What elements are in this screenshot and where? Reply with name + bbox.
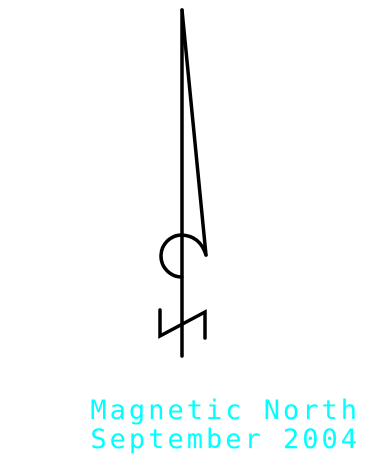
north-arrow-needle: [182, 10, 206, 255]
caption-date: September 2004: [0, 426, 382, 454]
north-arrow-half-circle: [161, 235, 182, 277]
north-arrow-hook: [182, 235, 206, 255]
caption-magnetic-north: Magnetic North: [0, 397, 382, 425]
